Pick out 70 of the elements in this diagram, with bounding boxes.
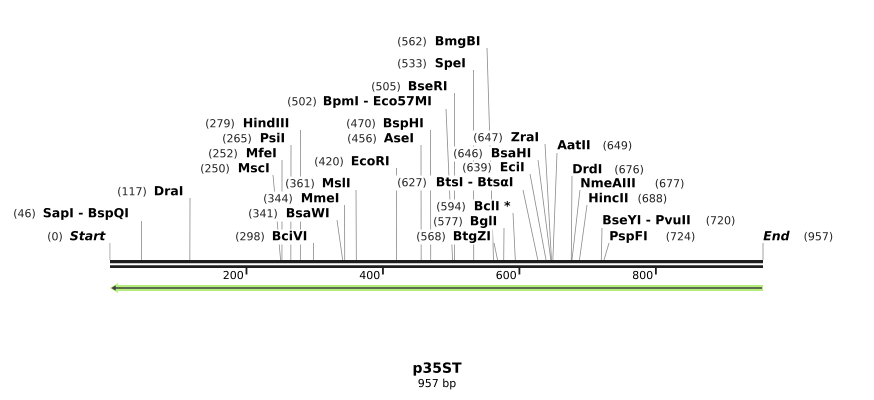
- leader-line: [522, 190, 538, 260]
- leader-line: [336, 220, 344, 260]
- site-label: (344) MmeI: [264, 193, 338, 204]
- leader-line: [579, 204, 588, 260]
- site-label: (361) MslI: [286, 178, 350, 189]
- tick-label: 200: [224, 270, 244, 280]
- leader-line: [344, 204, 346, 260]
- site-label: (265) PsiI: [223, 132, 284, 144]
- site-label: PspFI (724): [610, 231, 694, 243]
- leader-line: [512, 212, 516, 260]
- site-label: (420) EcoRI: [315, 156, 388, 167]
- leader-line: [430, 130, 432, 260]
- sequence-end-label: End (957): [763, 230, 832, 242]
- leader-line: [189, 198, 190, 260]
- site-label: DrdI (676): [573, 164, 643, 175]
- feature-arrow: [110, 283, 763, 293]
- site-label: (252) MfeI: [209, 148, 276, 159]
- leader-line: [272, 174, 281, 260]
- leader-line: [600, 228, 602, 260]
- site-label: (46) SapI - BspQI: [14, 208, 128, 220]
- tick-label: 800: [632, 270, 652, 280]
- sequence-length: 957 bp: [418, 378, 456, 390]
- site-label: NmeAIII (677): [581, 178, 684, 189]
- site-label: (470) BspHI: [347, 118, 423, 130]
- leader-line: [503, 228, 504, 260]
- leader-line: [290, 144, 292, 260]
- site-label: (594) BclI *: [437, 200, 510, 212]
- leader-line: [552, 152, 558, 260]
- site-label: (341) BsaWI: [249, 208, 328, 219]
- leader-line: [538, 160, 552, 260]
- site-label: AatII (649): [557, 140, 632, 151]
- leader-line: [473, 70, 474, 260]
- site-label: (639) EciI: [463, 162, 524, 173]
- leader-line: [446, 108, 453, 260]
- leader-line: [312, 242, 314, 260]
- site-label: (568) BtgZI: [417, 231, 490, 243]
- site-label: (117) DraI: [118, 186, 182, 197]
- leader-line: [141, 220, 142, 260]
- site-label: BseYI - PvuII (720): [603, 215, 734, 226]
- leader-line: [300, 130, 301, 260]
- leader-line: [454, 92, 455, 260]
- leader-line: [544, 144, 552, 260]
- site-label: (298) BciVI: [236, 230, 306, 242]
- site-label: HincII (688): [589, 192, 666, 204]
- site-label: (562) BmgBI: [398, 36, 480, 48]
- leader-line: [420, 144, 422, 260]
- leader-line: [396, 168, 397, 260]
- leader-line: [570, 176, 572, 260]
- map-title: p35ST: [414, 362, 462, 376]
- dna-backbone: [110, 260, 763, 268]
- site-label: (456) AseI: [348, 133, 413, 144]
- site-label: (250) MscI: [201, 163, 269, 174]
- tick-label: 600: [496, 270, 516, 280]
- leader-line: [604, 242, 610, 260]
- site-label: (533) SpeI: [398, 58, 465, 70]
- leader-line: [494, 242, 498, 260]
- tick-label: 400: [360, 270, 380, 280]
- site-label: (627) BtsI - BtsαI: [398, 177, 512, 188]
- leader-line: [572, 190, 580, 260]
- site-label: (279) HindIII: [206, 118, 288, 129]
- leader-line: [762, 242, 764, 260]
- site-label: (647) ZraI: [474, 132, 538, 143]
- site-label: (577) BglI: [434, 216, 496, 228]
- site-label: (502) BpmI - Eco57MI: [288, 96, 431, 108]
- site-label: (646) BsaHI: [454, 148, 530, 159]
- site-label: (505) BseRI: [372, 81, 446, 92]
- sequence-end-label: (0) Start: [48, 230, 106, 242]
- leader-line: [486, 48, 494, 260]
- leader-line: [530, 174, 546, 260]
- leader-line: [356, 190, 357, 260]
